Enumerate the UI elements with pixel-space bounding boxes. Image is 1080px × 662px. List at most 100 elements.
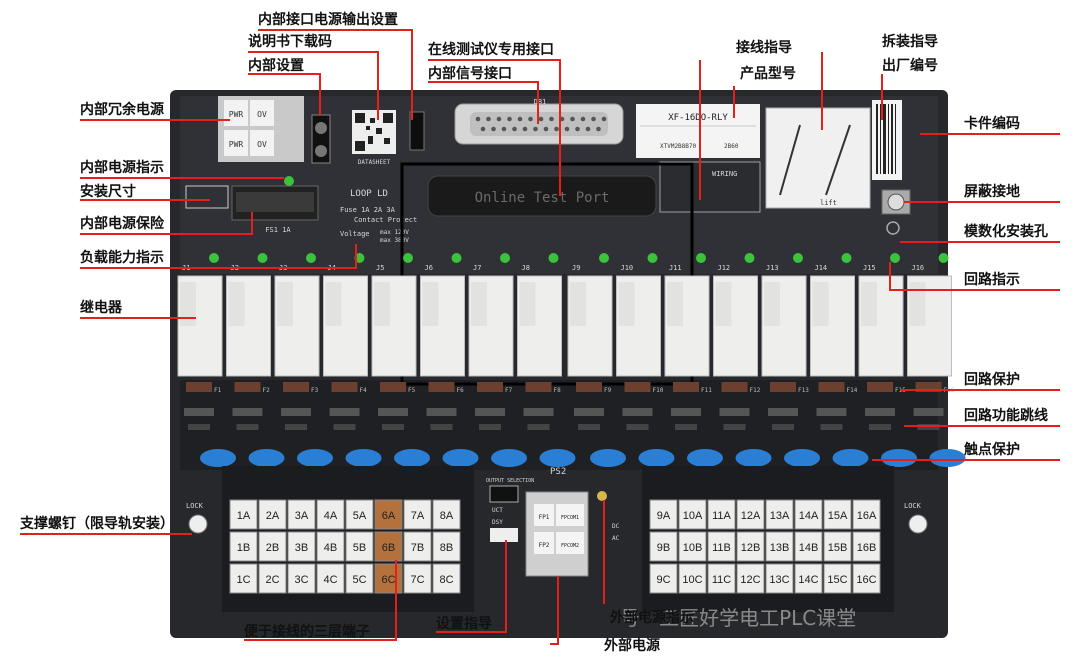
terminal-cell[interactable]: [432, 499, 461, 530]
terminal-cell[interactable]: [794, 563, 823, 594]
loop-fuse: [234, 382, 261, 392]
loop-jumper-2: [479, 424, 501, 430]
terminal-cell[interactable]: [374, 531, 403, 562]
terminal-cell[interactable]: [432, 563, 461, 594]
terminal-cell[interactable]: [794, 499, 823, 530]
terminal-cell[interactable]: [287, 499, 316, 530]
terminal-cell[interactable]: [229, 563, 258, 594]
fs1-label: FS1 1A: [265, 226, 291, 234]
terminal-label: 15C: [827, 574, 847, 586]
loop-jumper: [913, 408, 944, 416]
loop-fuse: [721, 382, 748, 392]
terminal-cell[interactable]: [345, 499, 374, 530]
terminal-cell[interactable]: [678, 531, 707, 562]
terminal-cell[interactable]: [765, 531, 794, 562]
label-wiring: 接线指导: [736, 39, 792, 56]
label-ext-power: 外部电源: [604, 637, 660, 654]
leader-setting: [436, 540, 507, 633]
terminal-cell[interactable]: [736, 563, 765, 594]
fuse-body: [236, 192, 314, 212]
label-support: 支撑螺钉（限导轨安装）: [19, 515, 174, 532]
db25-pin: [491, 126, 496, 132]
label-fuse: 内部电源保险: [80, 215, 165, 232]
terminal-cell[interactable]: [678, 563, 707, 594]
db25-pin: [554, 126, 559, 132]
right-support-screw: [908, 514, 928, 534]
label-factory: 出厂编号: [882, 57, 938, 74]
terminal-cell[interactable]: [374, 499, 403, 530]
terminal-label: 3C: [294, 574, 308, 586]
leader-ext-power: [550, 576, 559, 645]
terminal-cell[interactable]: [852, 563, 881, 594]
fpcom1-cell: [556, 504, 584, 526]
relay-label: J13: [766, 264, 779, 272]
terminal-cell[interactable]: [736, 499, 765, 530]
qr-pattern: [355, 113, 393, 151]
db25-pin: [522, 126, 528, 132]
db25-pin: [575, 126, 580, 132]
loop-jumper: [719, 408, 750, 416]
terminal-label: 14C: [798, 574, 818, 586]
loop-fuse: [576, 382, 602, 392]
terminal-cell[interactable]: [316, 499, 345, 530]
label-shield: 屏蔽接地: [964, 183, 1020, 200]
terminal-cell[interactable]: [345, 563, 374, 594]
terminal-cell[interactable]: [707, 563, 736, 594]
loop-fuse: [186, 382, 212, 392]
relay-sticker: [180, 282, 196, 326]
terminal-cell[interactable]: [287, 563, 316, 594]
db25-pin: [512, 126, 517, 132]
leader-signal: [428, 81, 539, 124]
terminal-cell[interactable]: [229, 499, 258, 530]
terminal-cell[interactable]: [707, 531, 736, 562]
loop-fuse: [428, 382, 455, 392]
terminal-cell[interactable]: [765, 563, 794, 594]
terminal-cell[interactable]: [258, 499, 287, 530]
terminal-cell[interactable]: [287, 531, 316, 562]
label-port-power: 内部接口电源输出设置: [258, 11, 398, 28]
terminal-cell[interactable]: [258, 531, 287, 562]
leader-fuse: [80, 212, 253, 235]
terminal-label: 4A: [324, 510, 338, 522]
terminal-cell[interactable]: [794, 531, 823, 562]
ov-top-label: OV: [257, 110, 267, 119]
terminal-label: 13B: [770, 542, 790, 554]
terminal-label: 14A: [799, 510, 819, 522]
terminal-cell[interactable]: [229, 531, 258, 562]
barcode: [876, 104, 896, 174]
terminal-cell[interactable]: [852, 499, 881, 530]
terminal-cell[interactable]: [852, 531, 881, 562]
terminal-cell[interactable]: [678, 499, 707, 530]
loop-led: [744, 253, 755, 263]
terminal-cell[interactable]: [765, 499, 794, 530]
loop-jumper-2: [188, 424, 210, 430]
loop-led: [890, 253, 900, 263]
terminal-cell[interactable]: [374, 563, 403, 594]
terminal-cell[interactable]: [649, 499, 678, 530]
terminal-cell[interactable]: [649, 563, 678, 594]
terminal-cell[interactable]: [403, 563, 432, 594]
terminal-cell[interactable]: [316, 563, 345, 594]
loop-fuse: [477, 382, 503, 392]
terminal-cell[interactable]: [649, 531, 678, 562]
relay-sticker: [909, 282, 926, 326]
terminal-cell[interactable]: [823, 531, 852, 562]
db25-pin: [475, 116, 481, 122]
terminal-cell[interactable]: [823, 499, 852, 530]
loop-jumper-2: [236, 424, 259, 430]
terminal-cell[interactable]: [258, 563, 287, 594]
terminal-cell[interactable]: [736, 531, 765, 562]
contact-varistor: [297, 449, 333, 467]
terminal-cell[interactable]: [403, 499, 432, 530]
terminal-cell[interactable]: [823, 563, 852, 594]
terminal-cell[interactable]: [403, 531, 432, 562]
terminal-cell[interactable]: [432, 531, 461, 562]
label-manual: 说明书下载码: [248, 33, 332, 50]
terminal-label: 11B: [712, 542, 731, 554]
terminal-cell[interactable]: [316, 531, 345, 562]
loop-jumper-2: [772, 424, 794, 430]
terminal-cell[interactable]: [345, 531, 374, 562]
loop-fuse: [624, 382, 651, 392]
terminal-cell[interactable]: [707, 499, 736, 530]
